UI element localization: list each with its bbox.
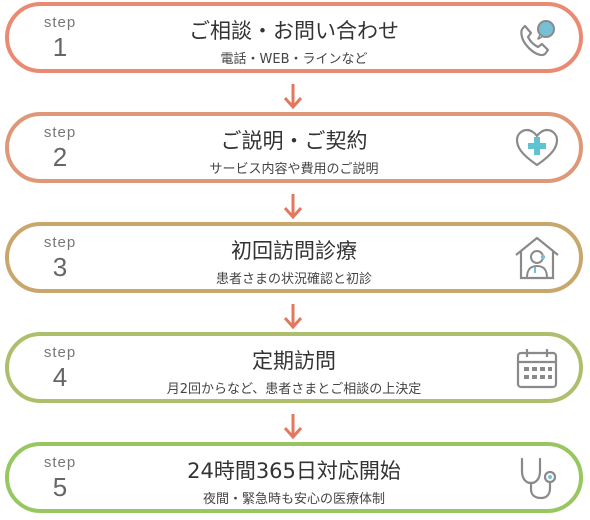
arrow-down-icon	[283, 194, 303, 220]
arrow-down-icon	[283, 84, 303, 110]
step-number: 4	[52, 362, 68, 392]
step-label: step	[43, 234, 77, 251]
step-label: step	[43, 124, 77, 141]
step-title: ご説明・ご契約	[220, 129, 368, 153]
step-card-1: step 1 ご相談・お問い合わせ 電話・WEB・ラインなど	[5, 2, 583, 73]
arrow-down-icon	[283, 414, 303, 440]
calendar-icon	[513, 345, 561, 391]
step-card-2: step 2 ご説明・ご契約 サービス内容や費用のご説明	[5, 112, 583, 183]
step-title: 初回訪問診療	[231, 239, 357, 263]
step-description: 夜間・緊急時も安心の医療体制	[202, 492, 385, 507]
step-number: 2	[52, 142, 68, 172]
step-description: 患者さまの状況確認と初診	[215, 272, 372, 287]
step-number: 3	[52, 252, 68, 282]
step-card-3: step 3 初回訪問診療 患者さまの状況確認と初診	[5, 222, 583, 293]
step-card-5: step 5 24時間365日対応開始 夜間・緊急時も安心の医療体制	[5, 442, 583, 513]
phone-icon	[513, 15, 561, 61]
step-label: step	[43, 344, 77, 361]
home-doctor-icon	[513, 235, 561, 281]
heart-cross-icon	[513, 125, 561, 171]
step-title: 定期訪問	[252, 349, 336, 373]
step-description: 月2回からなど、患者さまとご相談の上決定	[166, 382, 422, 397]
step-label: step	[43, 454, 77, 471]
arrow-down-icon	[283, 304, 303, 330]
step-description: サービス内容や費用のご説明	[209, 162, 379, 177]
step-number: 5	[52, 472, 68, 502]
step-description: 電話・WEB・ラインなど	[220, 52, 368, 67]
step-number: 1	[52, 32, 68, 62]
step-label: step	[43, 14, 77, 31]
step-title: ご相談・お問い合わせ	[189, 19, 399, 43]
step-title: 24時間365日対応開始	[187, 459, 401, 483]
stethoscope-icon	[513, 455, 561, 501]
step-card-4: step 4 定期訪問 月2回からなど、患者さまとご相談の上決定	[5, 332, 583, 403]
